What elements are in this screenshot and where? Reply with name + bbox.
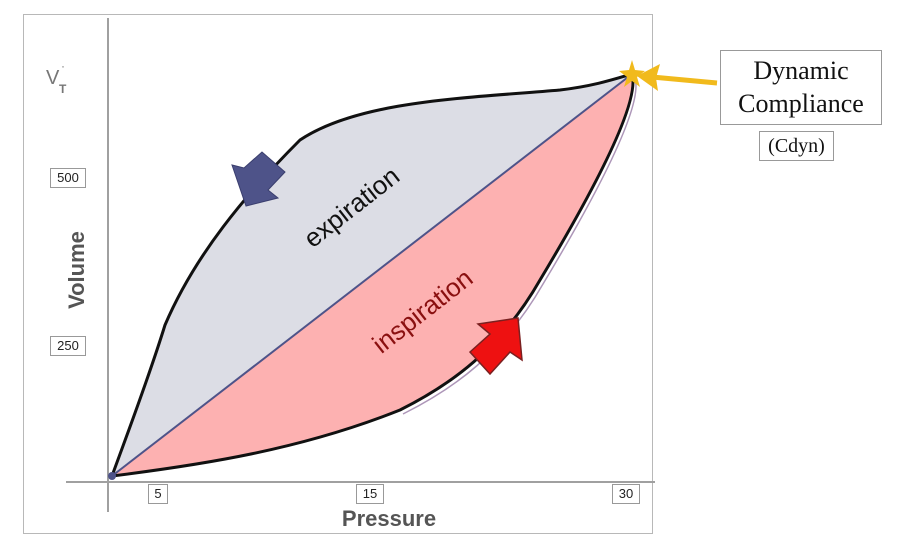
y-tick-500: 500 bbox=[50, 168, 86, 188]
inspiration-curve bbox=[111, 73, 635, 478]
y-axis-label: Volume bbox=[64, 231, 89, 309]
origin-point bbox=[108, 472, 116, 480]
callout-title-line2: Compliance bbox=[738, 89, 864, 118]
diagram-frame bbox=[23, 14, 653, 534]
compliance-star-icon bbox=[619, 60, 645, 87]
compliance-arrow-head bbox=[637, 64, 660, 91]
tidal-volume-symbol: V bbox=[46, 67, 60, 89]
tidal-volume-dot: · bbox=[61, 59, 65, 73]
dynamic-compliance-abbrev: (Cdyn) bbox=[759, 131, 834, 161]
x-tick-15: 15 bbox=[356, 484, 384, 504]
tidal-volume-subscript: T bbox=[59, 82, 67, 96]
x-tick-30: 30 bbox=[612, 484, 640, 504]
compliance-arrow-shaft bbox=[651, 74, 718, 86]
x-axis-label: Pressure bbox=[342, 506, 436, 531]
x-tick-5: 5 bbox=[148, 484, 168, 504]
y-tick-250: 250 bbox=[50, 336, 86, 356]
inspiration-arrow bbox=[468, 317, 523, 376]
callout-title-line1: Dynamic bbox=[753, 56, 849, 85]
inspiration-curve-shadow bbox=[402, 77, 637, 415]
dynamic-compliance-line bbox=[111, 73, 633, 477]
dynamic-compliance-callout: Dynamic Compliance bbox=[720, 50, 882, 125]
expiration-curve bbox=[110, 72, 633, 477]
expiration-arrow bbox=[231, 151, 286, 207]
